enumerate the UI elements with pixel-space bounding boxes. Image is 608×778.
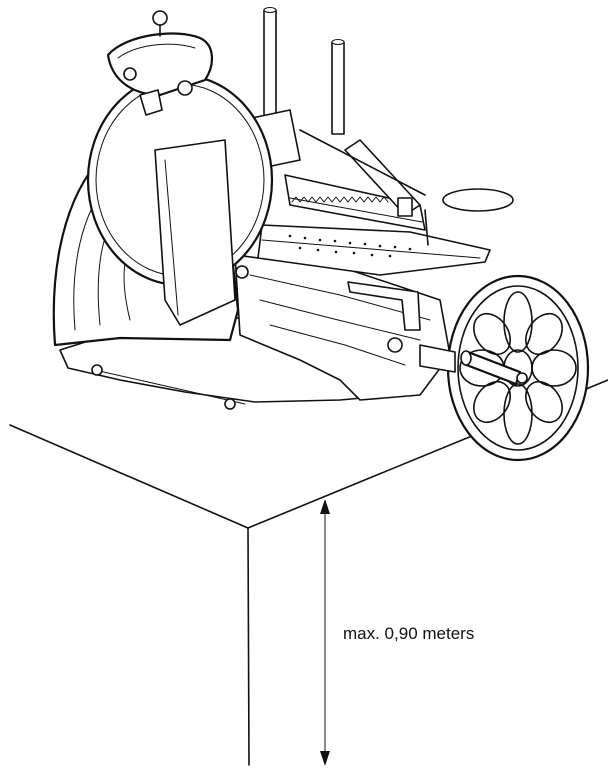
front-guide-arm	[347, 281, 421, 331]
pusher-arm	[344, 139, 421, 216]
crank-end	[460, 350, 472, 366]
column-right-top	[331, 39, 345, 45]
tray-edge	[261, 239, 481, 259]
pusher-clamp	[397, 197, 413, 217]
blade-top-cap	[106, 32, 213, 97]
base-rod	[94, 369, 246, 405]
column-left-top	[263, 7, 277, 13]
height-dimension: max. 0,90 meters	[320, 499, 474, 766]
base-knob-right	[224, 398, 236, 410]
base-knob-left	[91, 364, 103, 376]
carriage-tray	[257, 224, 491, 276]
pusher-pin	[424, 209, 429, 246]
frame-screw	[387, 337, 403, 353]
column-left	[263, 9, 277, 121]
pusher-teeth	[291, 196, 389, 203]
pusher-disc	[442, 188, 514, 212]
dimension-label: max. 0,90 meters	[343, 624, 474, 643]
guide-bar	[299, 129, 426, 196]
cap-lever	[139, 89, 163, 116]
handwheel-petals-icon	[459, 291, 577, 445]
frame-knob	[235, 265, 249, 279]
cap-detail	[117, 43, 196, 59]
wheel-axle	[419, 344, 456, 373]
blade-guard	[154, 139, 236, 326]
dimension-arrow-up-icon	[320, 499, 330, 514]
cap-screw-left	[123, 67, 137, 81]
handwheel-inner-rim	[457, 285, 579, 451]
pusher-teeth-line	[289, 197, 423, 223]
cap-knob	[152, 10, 168, 26]
guard-edge	[164, 159, 179, 316]
frame-detail-3	[269, 324, 406, 366]
frame-detail-1	[249, 274, 431, 321]
handwheel	[446, 274, 590, 462]
column-right	[331, 41, 345, 135]
tray-holes	[288, 234, 412, 258]
frame-detail-2	[259, 299, 421, 341]
counter-front-corner	[247, 527, 250, 766]
dimension-arrow-down-icon	[320, 751, 330, 766]
slicer-machine	[52, 7, 590, 462]
handwheel-rim	[446, 274, 590, 462]
crank-pivot	[516, 372, 528, 384]
cap-screw-right	[177, 80, 193, 96]
